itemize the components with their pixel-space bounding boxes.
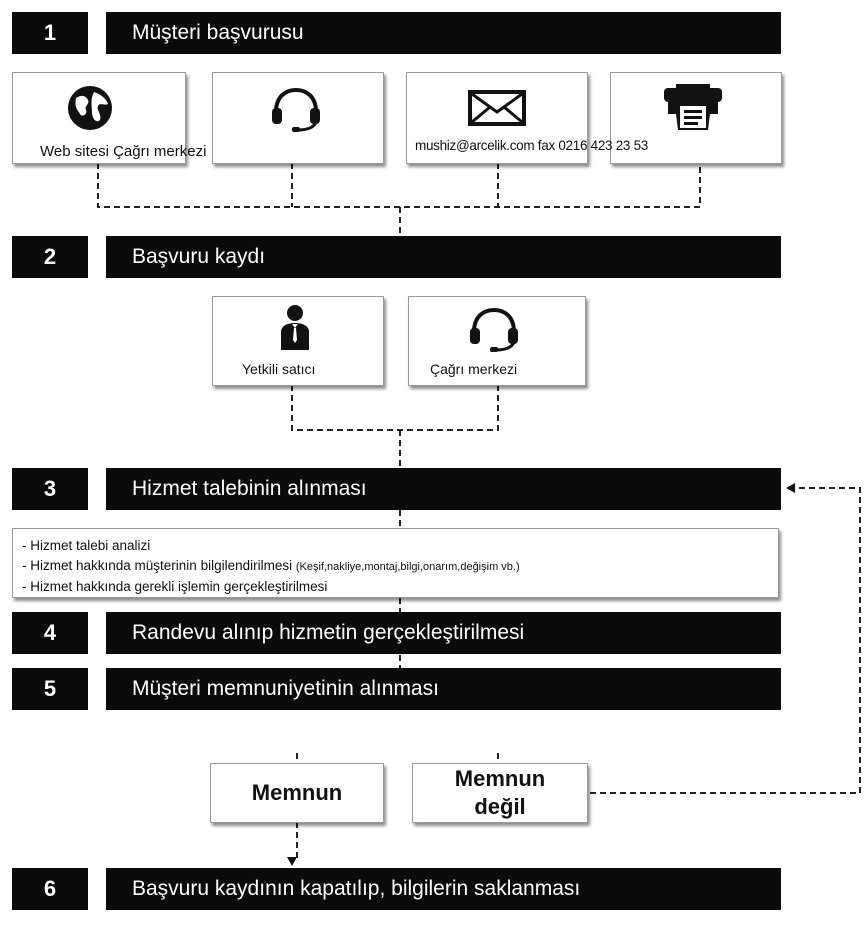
step-title-5: Müşteri memnuniyetinin alınması bbox=[106, 668, 781, 710]
not-satisfied-label: Memnun değil bbox=[412, 763, 588, 823]
task-item-2: - Hizmet hakkında müşterinin bilgilendir… bbox=[22, 556, 520, 577]
satisfied-label: Memnun bbox=[251, 780, 343, 805]
task-item-2-text: - Hizmet hakkında müşterinin bilgilendir… bbox=[22, 558, 293, 573]
step-title-2: Başvuru kaydı bbox=[106, 236, 781, 278]
step-number-3: 3 bbox=[12, 468, 88, 510]
step-number-6: 6 bbox=[12, 868, 88, 910]
step-number-5: 5 bbox=[12, 668, 88, 710]
person-icon bbox=[281, 305, 309, 350]
registration-callcenter-label: Çağrı merkezi bbox=[430, 361, 518, 377]
feedback-arrowhead bbox=[786, 483, 795, 493]
feedback-loop bbox=[590, 487, 861, 794]
step5-to-results bbox=[296, 753, 499, 763]
headset-icon bbox=[272, 87, 320, 132]
step-title-4: Randevu alınıp hizmetin gerçekleştirilme… bbox=[106, 612, 781, 654]
tasks-box bbox=[12, 528, 779, 598]
step-title-6: Başvuru kaydının kapatılıp, bilgilerin s… bbox=[106, 868, 781, 910]
tasks-list: - Hizmet talebi analizi - Hizmet hakkınd… bbox=[22, 536, 520, 597]
task-item-3: - Hizmet hakkında gerekli işlemin gerçek… bbox=[22, 579, 328, 594]
task-item-1: - Hizmet talebi analizi bbox=[22, 538, 151, 553]
globe-icon bbox=[68, 86, 112, 130]
satisfied-box bbox=[210, 763, 384, 823]
step-number-1: 1 bbox=[12, 12, 88, 54]
not-satisfied-box bbox=[412, 763, 588, 823]
headset-icon-2 bbox=[470, 307, 518, 352]
step-title-1: Müşteri başvurusu bbox=[106, 12, 781, 54]
step-title-3: Hizmet talebinin alınması bbox=[106, 468, 781, 510]
registration-connector bbox=[291, 385, 499, 431]
channel-box-call bbox=[212, 72, 384, 164]
task-item-2-note: (Keşif,nakliye,montaj,bilgi,onarım,değiş… bbox=[295, 561, 520, 573]
registration-dealer-label: Yetkili satıcı bbox=[242, 361, 316, 377]
step-number-2: 2 bbox=[12, 236, 88, 278]
envelope-icon bbox=[468, 90, 526, 126]
channels-connector-mid bbox=[291, 163, 499, 207]
step6-arrowhead bbox=[287, 857, 297, 866]
step-number-4: 4 bbox=[12, 612, 88, 654]
not-satisfied-line2: değil bbox=[474, 794, 526, 819]
not-satisfied-line1: Memnun bbox=[454, 766, 546, 791]
channel-web-call-label: Web sitesi Çağrı merkezi bbox=[40, 143, 207, 160]
channel-mail-fax-label: mushiz@arcelik.com fax 0216 423 23 53 bbox=[415, 138, 648, 153]
channels-connector bbox=[97, 163, 701, 208]
fax-icon bbox=[664, 84, 722, 130]
